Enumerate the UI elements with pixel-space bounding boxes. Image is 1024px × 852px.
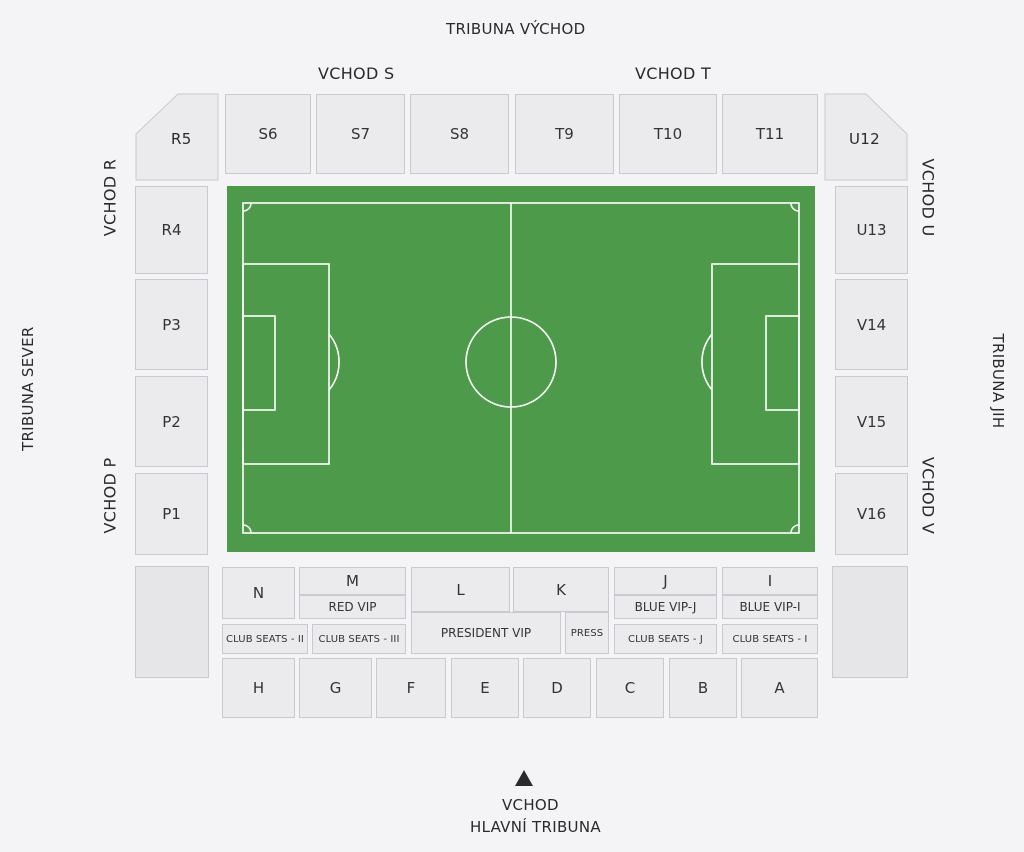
stand-label-south: TRIBUNA JIH [989, 333, 1007, 429]
stand-label-north: TRIBUNA SEVER [19, 326, 37, 451]
section-p1[interactable]: P1 [135, 473, 208, 555]
section-t9[interactable]: T9 [515, 94, 614, 174]
section-club-seats-j[interactable]: CLUB SEATS - J [614, 624, 717, 654]
section-blue-vip-i[interactable]: BLUE VIP-I [722, 595, 818, 619]
section-n[interactable]: N [222, 567, 295, 619]
section-p3[interactable]: P3 [135, 279, 208, 370]
section-press[interactable]: PRESS [565, 612, 609, 654]
section-c[interactable]: C [596, 658, 664, 718]
section-l[interactable]: L [411, 567, 510, 612]
section-club-seats-ii[interactable]: CLUB SEATS - II [222, 624, 308, 654]
section-j[interactable]: J [614, 567, 717, 595]
entrance-label-v: VCHOD V [918, 456, 938, 535]
section-v15[interactable]: V15 [835, 376, 908, 467]
section-t11[interactable]: T11 [722, 94, 818, 174]
section-red-vip[interactable]: RED VIP [299, 595, 406, 619]
section-club-seats-i[interactable]: CLUB SEATS - I [722, 624, 818, 654]
section-m[interactable]: M [299, 567, 406, 595]
section-p2[interactable]: P2 [135, 376, 208, 467]
section-v16[interactable]: V16 [835, 473, 908, 555]
entrance-arrow-icon [515, 770, 533, 786]
section-s6[interactable]: S6 [225, 94, 311, 174]
entrance-label-r: VCHOD R [100, 158, 120, 237]
section-g[interactable]: G [299, 658, 372, 718]
entrance-label-t: VCHOD T [635, 64, 712, 83]
stand-label-main: HLAVNÍ TRIBUNA [470, 818, 601, 836]
section-f[interactable]: F [376, 658, 446, 718]
section-i[interactable]: I [722, 567, 818, 595]
section-club-seats-iii[interactable]: CLUB SEATS - III [312, 624, 406, 654]
section-s7[interactable]: S7 [316, 94, 405, 174]
section-a[interactable]: A [741, 658, 818, 718]
football-pitch [227, 186, 815, 552]
section-blue-vip-j[interactable]: BLUE VIP-J [614, 595, 717, 619]
section-d[interactable]: D [523, 658, 591, 718]
section-president-vip[interactable]: PRESIDENT VIP [411, 612, 561, 654]
section-b[interactable]: B [669, 658, 737, 718]
stand-label-east: TRIBUNA VÝCHOD [446, 20, 586, 38]
section-u13[interactable]: U13 [835, 186, 908, 274]
section-s8[interactable]: S8 [410, 94, 509, 174]
entrance-label-s: VCHOD S [318, 64, 395, 83]
section-r4[interactable]: R4 [135, 186, 208, 274]
entrance-label-p: VCHOD P [100, 457, 120, 534]
section-blank-left [135, 566, 209, 678]
section-u12-label: U12 [849, 130, 880, 148]
section-h[interactable]: H [222, 658, 295, 718]
section-e[interactable]: E [451, 658, 519, 718]
entrance-label-u: VCHOD U [918, 158, 938, 237]
section-v14[interactable]: V14 [835, 279, 908, 370]
section-t10[interactable]: T10 [619, 94, 717, 174]
section-blank-right [832, 566, 908, 678]
pitch-markings [242, 202, 800, 534]
section-k[interactable]: K [513, 567, 609, 612]
section-r5-label: R5 [171, 130, 192, 148]
entrance-label-main: VCHOD [502, 796, 559, 814]
